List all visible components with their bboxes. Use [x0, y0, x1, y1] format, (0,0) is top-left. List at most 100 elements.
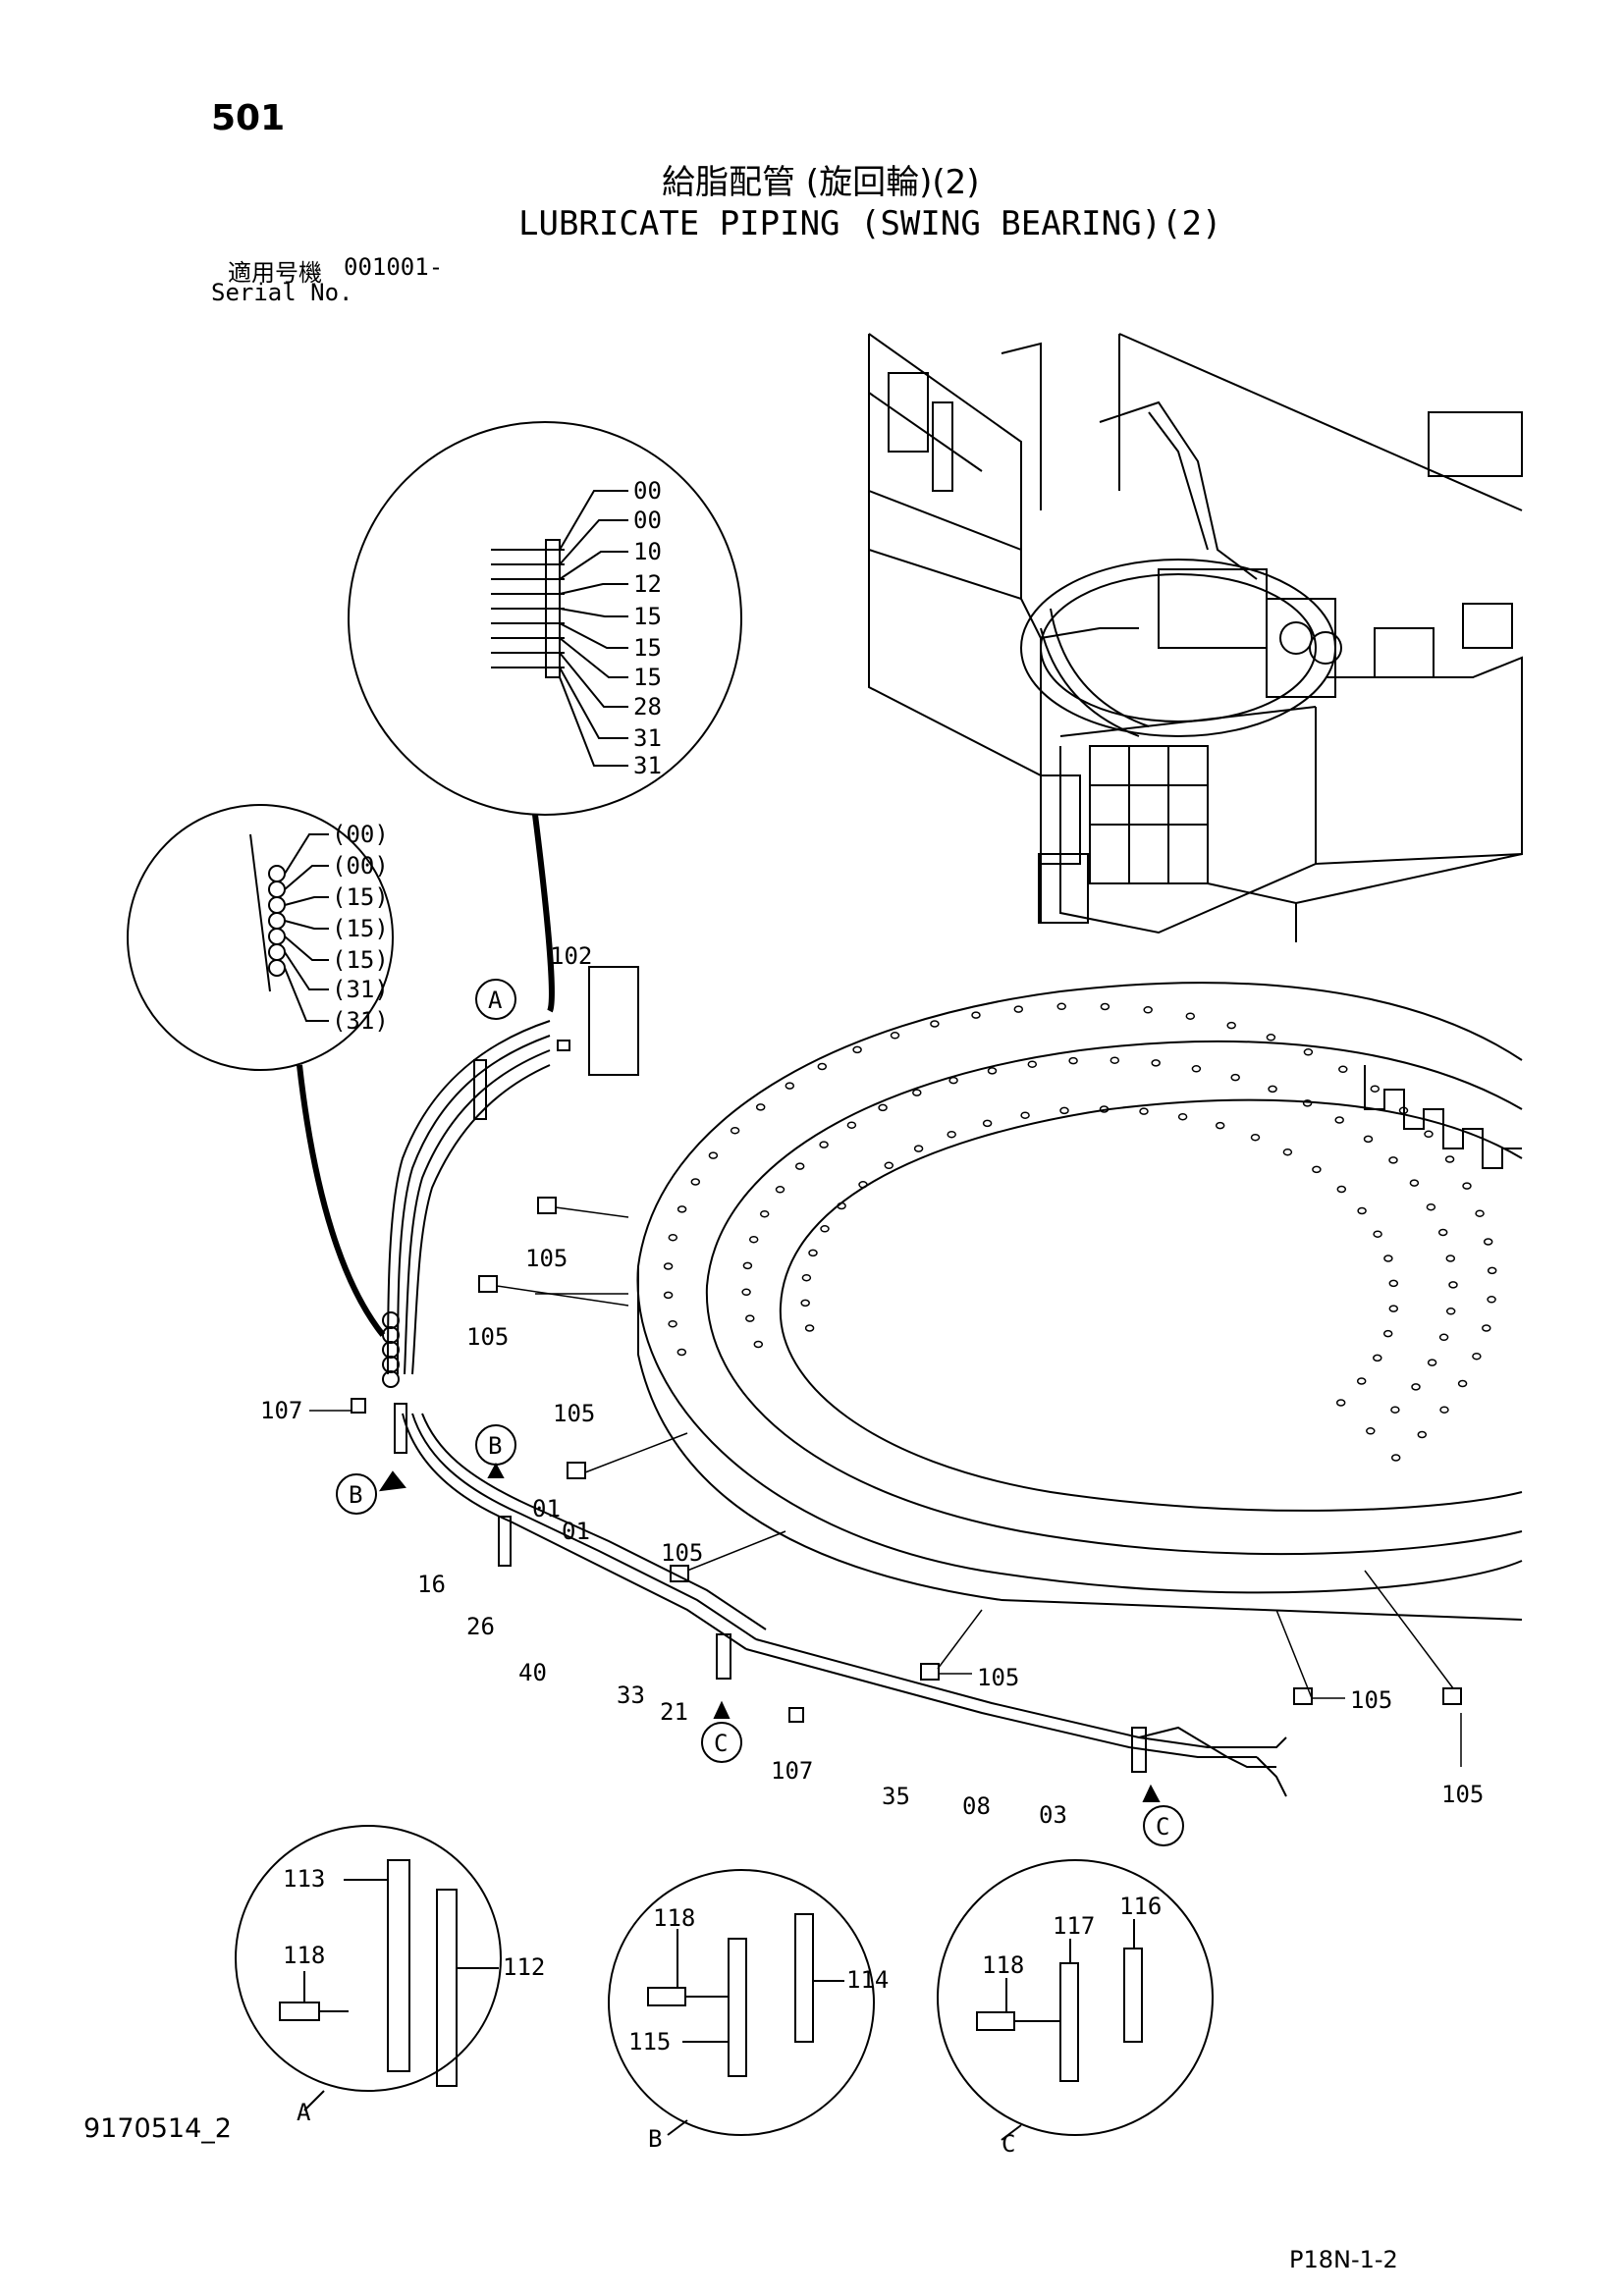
detail-c-circle — [937, 1859, 1214, 2141]
bolt-hole — [878, 1103, 888, 1112]
bolt-hole — [1373, 1230, 1382, 1238]
bolt-hole — [1151, 1059, 1161, 1067]
bolt-hole — [1334, 1116, 1344, 1124]
detail-left-label-5: (15) — [332, 946, 389, 974]
bolt-hole — [1230, 1073, 1240, 1082]
serial-label-english: Serial No. — [211, 279, 353, 306]
bolt-hole — [1426, 1202, 1436, 1211]
bolt-hole — [819, 1141, 829, 1148]
callout-105-d: 105 — [661, 1539, 703, 1567]
bolt-hole — [794, 1162, 805, 1170]
bolt-hole — [1363, 1135, 1374, 1144]
detail-circle-top — [348, 421, 742, 1013]
bolt-hole — [1191, 1065, 1202, 1073]
bolt-hole — [1382, 1329, 1393, 1338]
detail-b-114: 114 — [846, 1966, 889, 1994]
callout-105-f: 105 — [1350, 1686, 1392, 1714]
bolt-hole — [1013, 1005, 1024, 1013]
bolt-hole — [1487, 1296, 1496, 1304]
detail-c-117: 117 — [1053, 1912, 1095, 1940]
bolt-hole — [1370, 1085, 1380, 1093]
bolt-hole — [800, 1299, 810, 1308]
detail-c-label: C — [1001, 2130, 1015, 2158]
bolt-hole — [1068, 1056, 1078, 1065]
detail-c-116: 116 — [1119, 1893, 1162, 1920]
callout-01-b: 01 — [562, 1518, 590, 1545]
bolt-hole — [1390, 1454, 1401, 1462]
bolt-hole — [1268, 1085, 1277, 1094]
detail-top-label-3: 10 — [633, 538, 662, 565]
reference-b: B — [488, 1432, 502, 1460]
bolt-hole — [1445, 1255, 1456, 1262]
bolt-hole — [1335, 1399, 1346, 1407]
reference-circles — [336, 979, 1184, 1846]
detail-b-115: 115 — [628, 2028, 671, 2056]
bolt-hole — [753, 1340, 764, 1349]
callout-105-a: 105 — [525, 1245, 568, 1272]
bolt-hole — [677, 1348, 687, 1357]
bolt-hole — [1056, 1002, 1066, 1011]
bolt-hole — [1388, 1156, 1398, 1164]
bolt-hole — [708, 1151, 719, 1159]
detail-top-label-4: 12 — [633, 570, 662, 598]
bolt-hole — [785, 1082, 795, 1090]
swing-bearing-ring — [636, 982, 1523, 1621]
detail-left-label-2: (00) — [332, 852, 389, 880]
reference-c-right: C — [1156, 1813, 1169, 1841]
callout-35: 35 — [882, 1783, 910, 1810]
distribution-block — [557, 966, 639, 1076]
bolt-hole — [1448, 1281, 1458, 1289]
bolt-hole — [1475, 1209, 1485, 1217]
callout-labels: 00 00 10 12 15 15 15 28 31 31 (00) (00) … — [260, 477, 1484, 2158]
bolt-hole — [912, 1089, 922, 1096]
bolt-hole — [1388, 1279, 1399, 1288]
bolt-hole — [745, 1314, 755, 1322]
detail-top-label-8: 28 — [633, 693, 662, 721]
bolt-hole — [748, 1235, 759, 1244]
reference-a: A — [488, 987, 503, 1014]
bolt-hole — [663, 1262, 674, 1270]
upper-frame-drawing — [868, 333, 1523, 942]
bolt-hole — [852, 1045, 862, 1054]
detail-left-label-6: (31) — [332, 976, 389, 1003]
detail-top-label-9: 31 — [633, 724, 662, 752]
detail-b-118: 118 — [653, 1904, 695, 1932]
bolt-hole — [1439, 1406, 1449, 1414]
bolt-hole — [1373, 1354, 1382, 1362]
detail-top-label-10: 31 — [633, 752, 662, 779]
reference-b-left: B — [349, 1481, 362, 1509]
bolt-hole — [668, 1233, 678, 1242]
bolt-hole — [1457, 1379, 1468, 1388]
bolt-hole — [947, 1130, 956, 1139]
bolt-hole — [1390, 1406, 1400, 1414]
bolt-hole — [1282, 1148, 1293, 1156]
bolt-hole — [1215, 1121, 1225, 1130]
detail-a-label: A — [297, 2099, 311, 2126]
detail-a-112: 112 — [503, 1953, 545, 1981]
bolt-hole — [759, 1209, 770, 1218]
detail-a-113: 113 — [283, 1865, 325, 1893]
bolt-hole — [808, 1249, 818, 1257]
bolt-hole — [1438, 1333, 1449, 1342]
callout-08: 08 — [962, 1792, 991, 1820]
detail-a-118: 118 — [283, 1942, 325, 1969]
bolt-hole — [930, 1020, 940, 1028]
serial-label-japanese: 適用号機 — [228, 259, 322, 287]
callout-105-e: 105 — [977, 1664, 1019, 1691]
callout-26: 26 — [466, 1613, 495, 1640]
bolt-hole — [663, 1291, 674, 1300]
bolt-hole — [913, 1145, 924, 1152]
title-japanese: 給脂配管 (旋回輪)(2) — [662, 163, 980, 202]
bolt-hole — [801, 1273, 812, 1282]
document-id: 9170514_2 — [83, 2113, 232, 2144]
callout-105-b: 105 — [466, 1323, 509, 1351]
bolt-hole — [1357, 1206, 1367, 1215]
bolt-hole — [1059, 1106, 1069, 1115]
callout-33: 33 — [617, 1682, 645, 1709]
callout-105-g: 105 — [1441, 1781, 1484, 1808]
bolt-hole — [987, 1067, 998, 1075]
detail-left-label-4: (15) — [332, 915, 389, 942]
bolt-hole — [1444, 1155, 1455, 1163]
bolt-hole — [730, 1126, 740, 1135]
